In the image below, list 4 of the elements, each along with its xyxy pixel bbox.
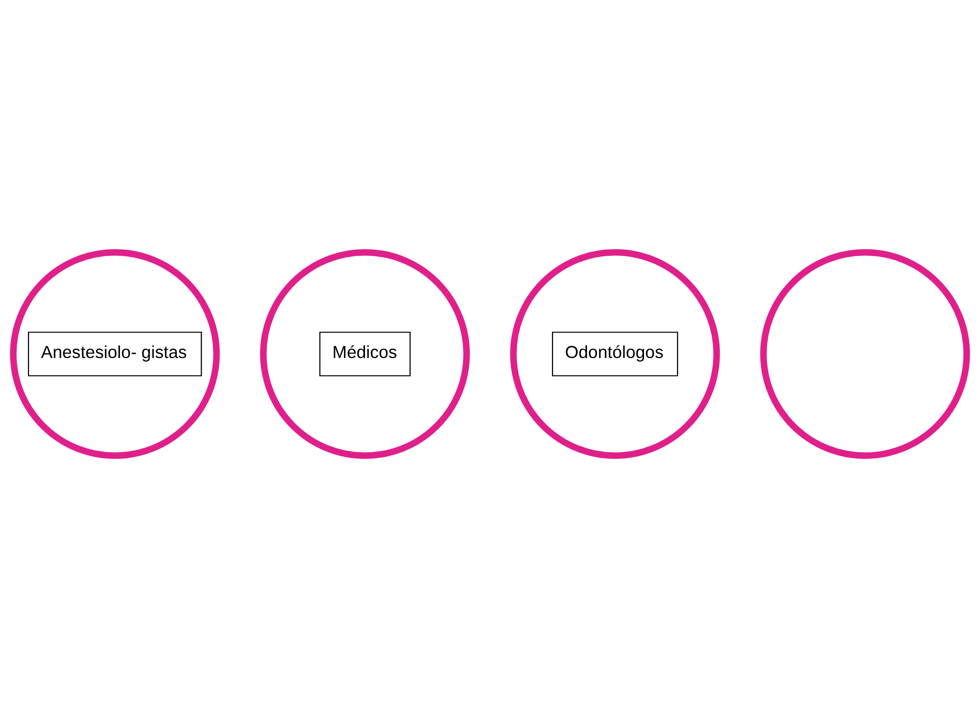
node-circle: Médicos <box>260 249 470 459</box>
node-circle <box>760 249 970 459</box>
node-circle: Odontólogos <box>510 249 720 459</box>
node-circle: Anestesiolo- gistas <box>10 249 220 459</box>
